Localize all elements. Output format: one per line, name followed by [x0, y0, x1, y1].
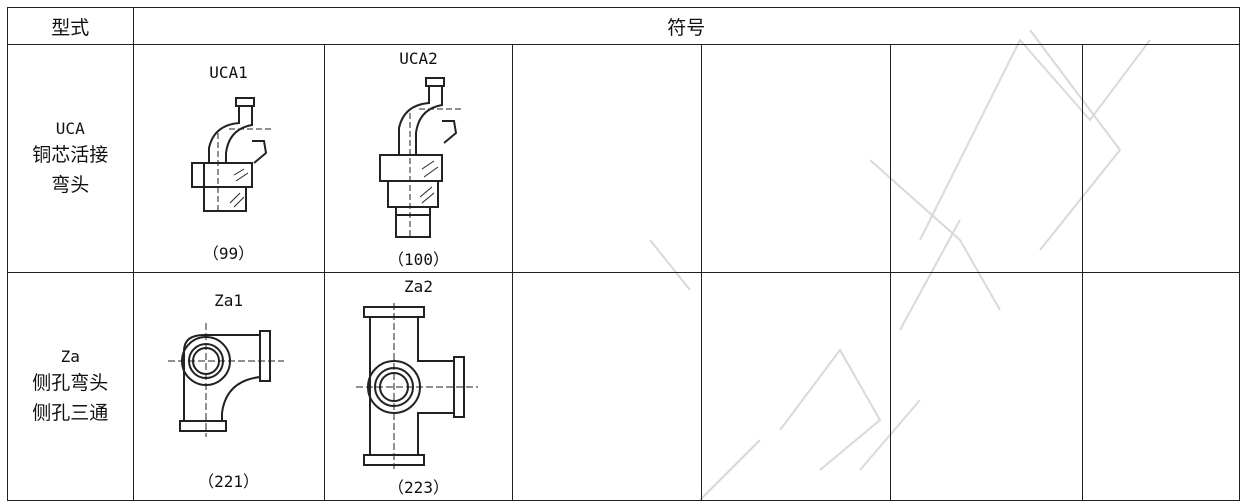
symbol-label: Za1	[214, 291, 243, 310]
symbol-label: UCA1	[209, 63, 248, 82]
table-row-uca: UCA 铜芯活接 弯头 UCA1	[7, 44, 1240, 273]
table-header-row: 型式 符号	[7, 7, 1241, 45]
symbol-cell-empty	[701, 272, 892, 501]
type-name: 铜芯活接	[32, 144, 109, 167]
symbol-cell-empty	[701, 44, 892, 273]
type-name: 弯头	[51, 173, 90, 196]
symbol-cell-za2: Za2	[323, 272, 514, 501]
symbol-cell-uca1: UCA1	[132, 44, 325, 273]
symbol-number: （100）	[388, 250, 449, 269]
symbol-number: （221）	[198, 472, 259, 491]
symbol-label: Za2	[404, 277, 433, 296]
symbol-cell-uca2: UCA2	[323, 44, 514, 273]
header-symbol: 符号	[132, 7, 1241, 45]
symbol-cell-empty	[890, 272, 1084, 501]
symbol-number: （223）	[388, 478, 449, 497]
symbol-cell-empty	[890, 44, 1084, 273]
type-code: Za	[60, 346, 80, 366]
type-cell-za: Za 侧孔弯头 侧孔三通	[7, 272, 134, 501]
symbol-cell-empty	[1082, 272, 1240, 501]
union-elbow-female-icon	[190, 97, 274, 212]
type-code: UCA	[55, 118, 85, 138]
symbol-cell-empty	[1082, 44, 1240, 273]
union-elbow-male-icon	[378, 77, 464, 239]
symbol-number: （99）	[202, 244, 255, 263]
type-name: 侧孔弯头	[32, 372, 109, 395]
symbol-label: UCA2	[399, 49, 438, 68]
symbol-cell-za1: Za1	[132, 272, 325, 501]
header-type: 型式	[7, 7, 134, 45]
table-row-za: Za 侧孔弯头 侧孔三通 Za1	[7, 272, 1240, 501]
side-outlet-tee-icon	[355, 303, 478, 469]
type-cell-uca: UCA 铜芯活接 弯头	[7, 44, 134, 273]
symbol-cell-empty	[512, 44, 703, 273]
fitting-symbol-table: 型式 符号 UCA 铜芯活接 弯头 UCA1	[7, 7, 1241, 501]
symbol-cell-empty	[512, 272, 703, 501]
type-name: 侧孔三通	[32, 401, 109, 424]
side-outlet-elbow-icon	[167, 323, 284, 437]
